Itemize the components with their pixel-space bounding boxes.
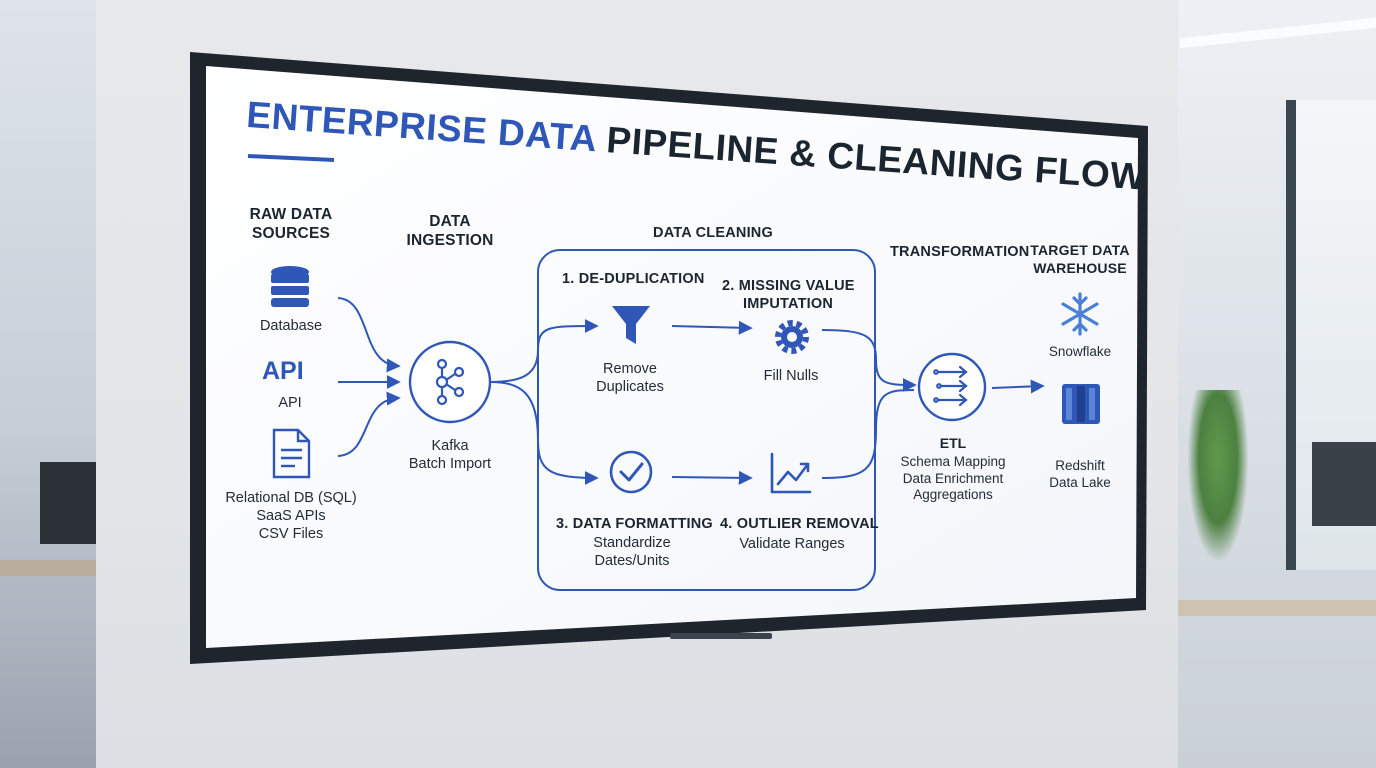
tv-stand-bar: [670, 633, 772, 639]
warehouse-heading-line1: TARGET DATA: [1030, 242, 1130, 258]
step3-description: Standardize Dates/Units: [580, 535, 684, 571]
potted-plant: [1188, 390, 1248, 560]
redshift-icon: [1062, 384, 1100, 424]
source-item-saas: SaaS APIs: [256, 507, 326, 524]
step1-line1: Remove: [603, 361, 657, 377]
database-label: Database: [259, 318, 323, 334]
ingestion-heading-line2: INGESTION: [406, 232, 494, 250]
step1-description: Remove Duplicates: [580, 361, 680, 397]
raw-sources-heading: RAW DATA SOURCES: [240, 205, 342, 244]
step4-description: Validate Ranges: [739, 536, 845, 552]
data-lake-label: Data Lake: [1049, 474, 1111, 490]
step2-description: Fill Nulls: [763, 368, 819, 384]
snowflake-icon: [1061, 292, 1099, 336]
sources-list: Relational DB (SQL) SaaS APIs CSV Files: [220, 490, 362, 544]
etl-data-enrichment: Data Enrichment: [902, 470, 1004, 486]
raw-sources-heading-line2: SOURCES: [251, 225, 331, 243]
tv-screen: [206, 66, 1138, 648]
source-item-sql: Relational DB (SQL): [225, 490, 357, 506]
step3-title: 3. DATA FORMATTING: [556, 516, 713, 532]
database-icon: [271, 266, 309, 307]
gear-icon: [775, 320, 809, 354]
etl-details: Schema Mapping Data Enrichment Aggregati…: [894, 454, 1012, 504]
transformation-heading: TRANSFORMATION: [890, 244, 1030, 260]
ingestion-kafka-label: Kafka: [431, 438, 469, 454]
left-office-area: [0, 0, 96, 768]
cleaning-box: [537, 249, 876, 591]
step2-title-line1: 2. MISSING VALUE: [722, 278, 855, 294]
ingestion-heading: DATA INGESTION: [400, 212, 500, 251]
trend-chart-icon: [770, 452, 812, 494]
background-monitor-right: [1312, 442, 1376, 526]
title-underline: [247, 154, 335, 162]
step2-title: 2. MISSING VALUE IMPUTATION: [722, 277, 854, 313]
etl-title: ETL: [939, 435, 967, 451]
etl-aggregations: Aggregations: [913, 487, 993, 503]
redshift-label: Redshift: [1055, 458, 1105, 473]
etl-arrows-icon: [917, 352, 987, 422]
background-desk-right: [1178, 600, 1376, 616]
step3-line2: Dates/Units: [594, 552, 670, 569]
etl-schema-mapping: Schema Mapping: [900, 454, 1006, 469]
step1-title: 1. DE-DUPLICATION: [562, 271, 705, 287]
funnel-icon: [612, 306, 650, 344]
snowflake-label: Snowflake: [1048, 344, 1112, 359]
step2-title-line2: IMPUTATION: [742, 296, 834, 313]
cleaning-heading: DATA CLEANING: [653, 225, 773, 241]
ingestion-batch-label: Batch Import: [408, 455, 492, 472]
ingestion-heading-line1: DATA: [429, 213, 471, 230]
ingestion-details: Kafka Batch Import: [396, 438, 504, 474]
warehouse-heading-line2: WAREHOUSE: [1033, 259, 1127, 276]
document-icon: [272, 428, 311, 479]
source-item-csv: CSV Files: [258, 525, 324, 542]
step1-line2: Duplicates: [596, 378, 664, 395]
background-monitor: [40, 462, 96, 544]
redshift-labels: Redshift Data Lake: [1036, 458, 1124, 491]
background-desk: [0, 560, 96, 576]
raw-sources-heading-line1: RAW DATA: [249, 206, 333, 223]
checkmark-icon: [609, 450, 653, 494]
step4-title: 4. OUTLIER REMOVAL: [720, 516, 879, 532]
api-icon: API: [262, 357, 304, 385]
warehouse-heading: TARGET DATA WAREHOUSE: [1026, 242, 1134, 277]
step3-line1: Standardize: [593, 535, 671, 551]
api-label: API: [278, 395, 302, 411]
kafka-icon: [408, 340, 492, 424]
